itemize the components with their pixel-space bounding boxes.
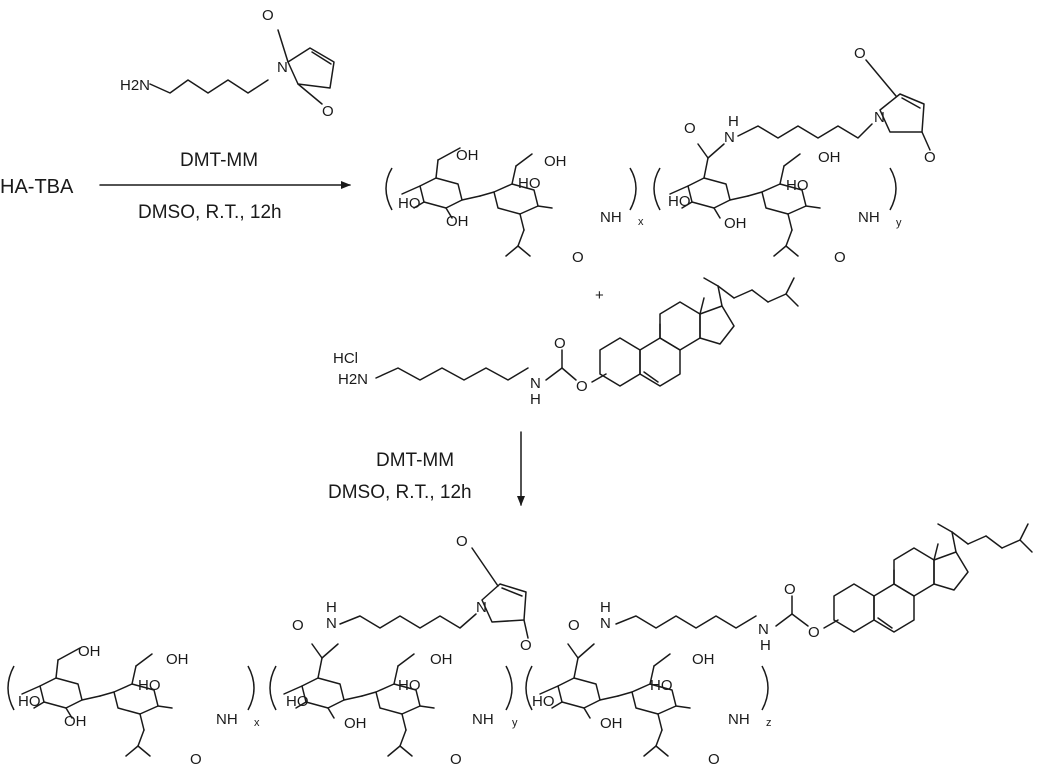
svg-text:O: O xyxy=(784,581,796,598)
svg-text:OH: OH xyxy=(600,715,623,732)
svg-text:HO: HO xyxy=(398,677,421,694)
svg-text:O: O xyxy=(450,751,462,767)
svg-text:N: N xyxy=(476,599,487,616)
step2-conditions: DMSO, R.T., 12h xyxy=(328,482,472,503)
svg-text:H: H xyxy=(728,113,739,130)
svg-text:H: H xyxy=(326,599,337,616)
svg-text:HO: HO xyxy=(398,195,421,212)
svg-text:HO: HO xyxy=(286,693,309,710)
svg-text:O: O xyxy=(834,249,846,266)
start-material: HA-TBA xyxy=(0,176,74,198)
step1-reagent: DMT-MM xyxy=(180,150,258,171)
svg-text:OH: OH xyxy=(818,149,841,166)
svg-text:O: O xyxy=(924,149,936,166)
plus-sign: + xyxy=(595,287,604,304)
svg-text:OH: OH xyxy=(166,651,189,668)
svg-text:HO: HO xyxy=(650,677,673,694)
svg-text:HO: HO xyxy=(518,175,541,192)
svg-text:O: O xyxy=(684,120,696,137)
svg-text:O: O xyxy=(190,751,202,767)
svg-text:HO: HO xyxy=(138,677,161,694)
svg-text:OH: OH xyxy=(78,643,101,660)
svg-text:N: N xyxy=(530,375,541,392)
svg-text:NH: NH xyxy=(472,711,494,728)
svg-text:OH: OH xyxy=(64,713,87,730)
svg-text:O: O xyxy=(576,378,588,395)
svg-text:H: H xyxy=(600,599,611,616)
ha-maleimide-polymer: OH HO OH OH HO NH O x HO OH O N H OH HO … xyxy=(385,45,936,266)
svg-text:N: N xyxy=(600,615,611,632)
svg-text:OH: OH xyxy=(544,153,567,170)
ha-maleimide-cholesterol-conjugate: OH HO OH OH HO NH O x HO OH O H N OH HO … xyxy=(7,523,1033,767)
imide-n-label: N xyxy=(277,59,288,76)
svg-text:O: O xyxy=(854,45,866,62)
svg-text:N: N xyxy=(874,109,885,126)
svg-text:N: N xyxy=(326,615,337,632)
svg-text:H: H xyxy=(760,637,771,654)
svg-text:O: O xyxy=(292,617,304,634)
svg-text:N: N xyxy=(724,129,735,146)
svg-text:O: O xyxy=(572,249,584,266)
svg-text:O: O xyxy=(554,335,566,352)
carbonyl-o-label: O xyxy=(262,7,274,24)
amine-label: H2N xyxy=(120,77,150,94)
svg-text:HO: HO xyxy=(532,693,555,710)
svg-text:H: H xyxy=(530,391,541,408)
svg-text:HO: HO xyxy=(668,193,691,210)
aminopentyl-maleimide-structure: H2N N O O xyxy=(120,7,335,120)
svg-text:OH: OH xyxy=(344,715,367,732)
carbonyl-o-label: O xyxy=(322,103,334,120)
svg-text:O: O xyxy=(708,751,720,767)
svg-text:OH: OH xyxy=(692,651,715,668)
svg-text:H2N: H2N xyxy=(338,371,368,388)
step1-conditions: DMSO, R.T., 12h xyxy=(138,202,282,223)
svg-text:OH: OH xyxy=(724,215,747,232)
svg-text:OH: OH xyxy=(430,651,453,668)
hcl-label: HCl xyxy=(333,350,358,367)
svg-text:y: y xyxy=(512,717,518,729)
svg-text:O: O xyxy=(568,617,580,634)
svg-text:HO: HO xyxy=(786,177,809,194)
svg-text:x: x xyxy=(254,717,260,729)
svg-text:y: y xyxy=(896,217,902,229)
svg-text:NH: NH xyxy=(728,711,750,728)
svg-text:OH: OH xyxy=(446,213,469,230)
svg-text:z: z xyxy=(766,717,772,729)
svg-text:NH: NH xyxy=(216,711,238,728)
aminohexyl-cholesteryl-carbamate-structure: HCl H2N N H O O xyxy=(333,277,799,408)
step2-reagent: DMT-MM xyxy=(376,450,454,471)
svg-text:x: x xyxy=(638,216,644,228)
svg-text:OH: OH xyxy=(456,147,479,164)
svg-text:O: O xyxy=(456,533,468,550)
svg-text:N: N xyxy=(758,621,769,638)
svg-text:O: O xyxy=(808,624,820,641)
svg-text:HO: HO xyxy=(18,693,41,710)
svg-text:O: O xyxy=(520,637,532,654)
svg-text:NH: NH xyxy=(858,209,880,226)
svg-text:NH: NH xyxy=(600,209,622,226)
